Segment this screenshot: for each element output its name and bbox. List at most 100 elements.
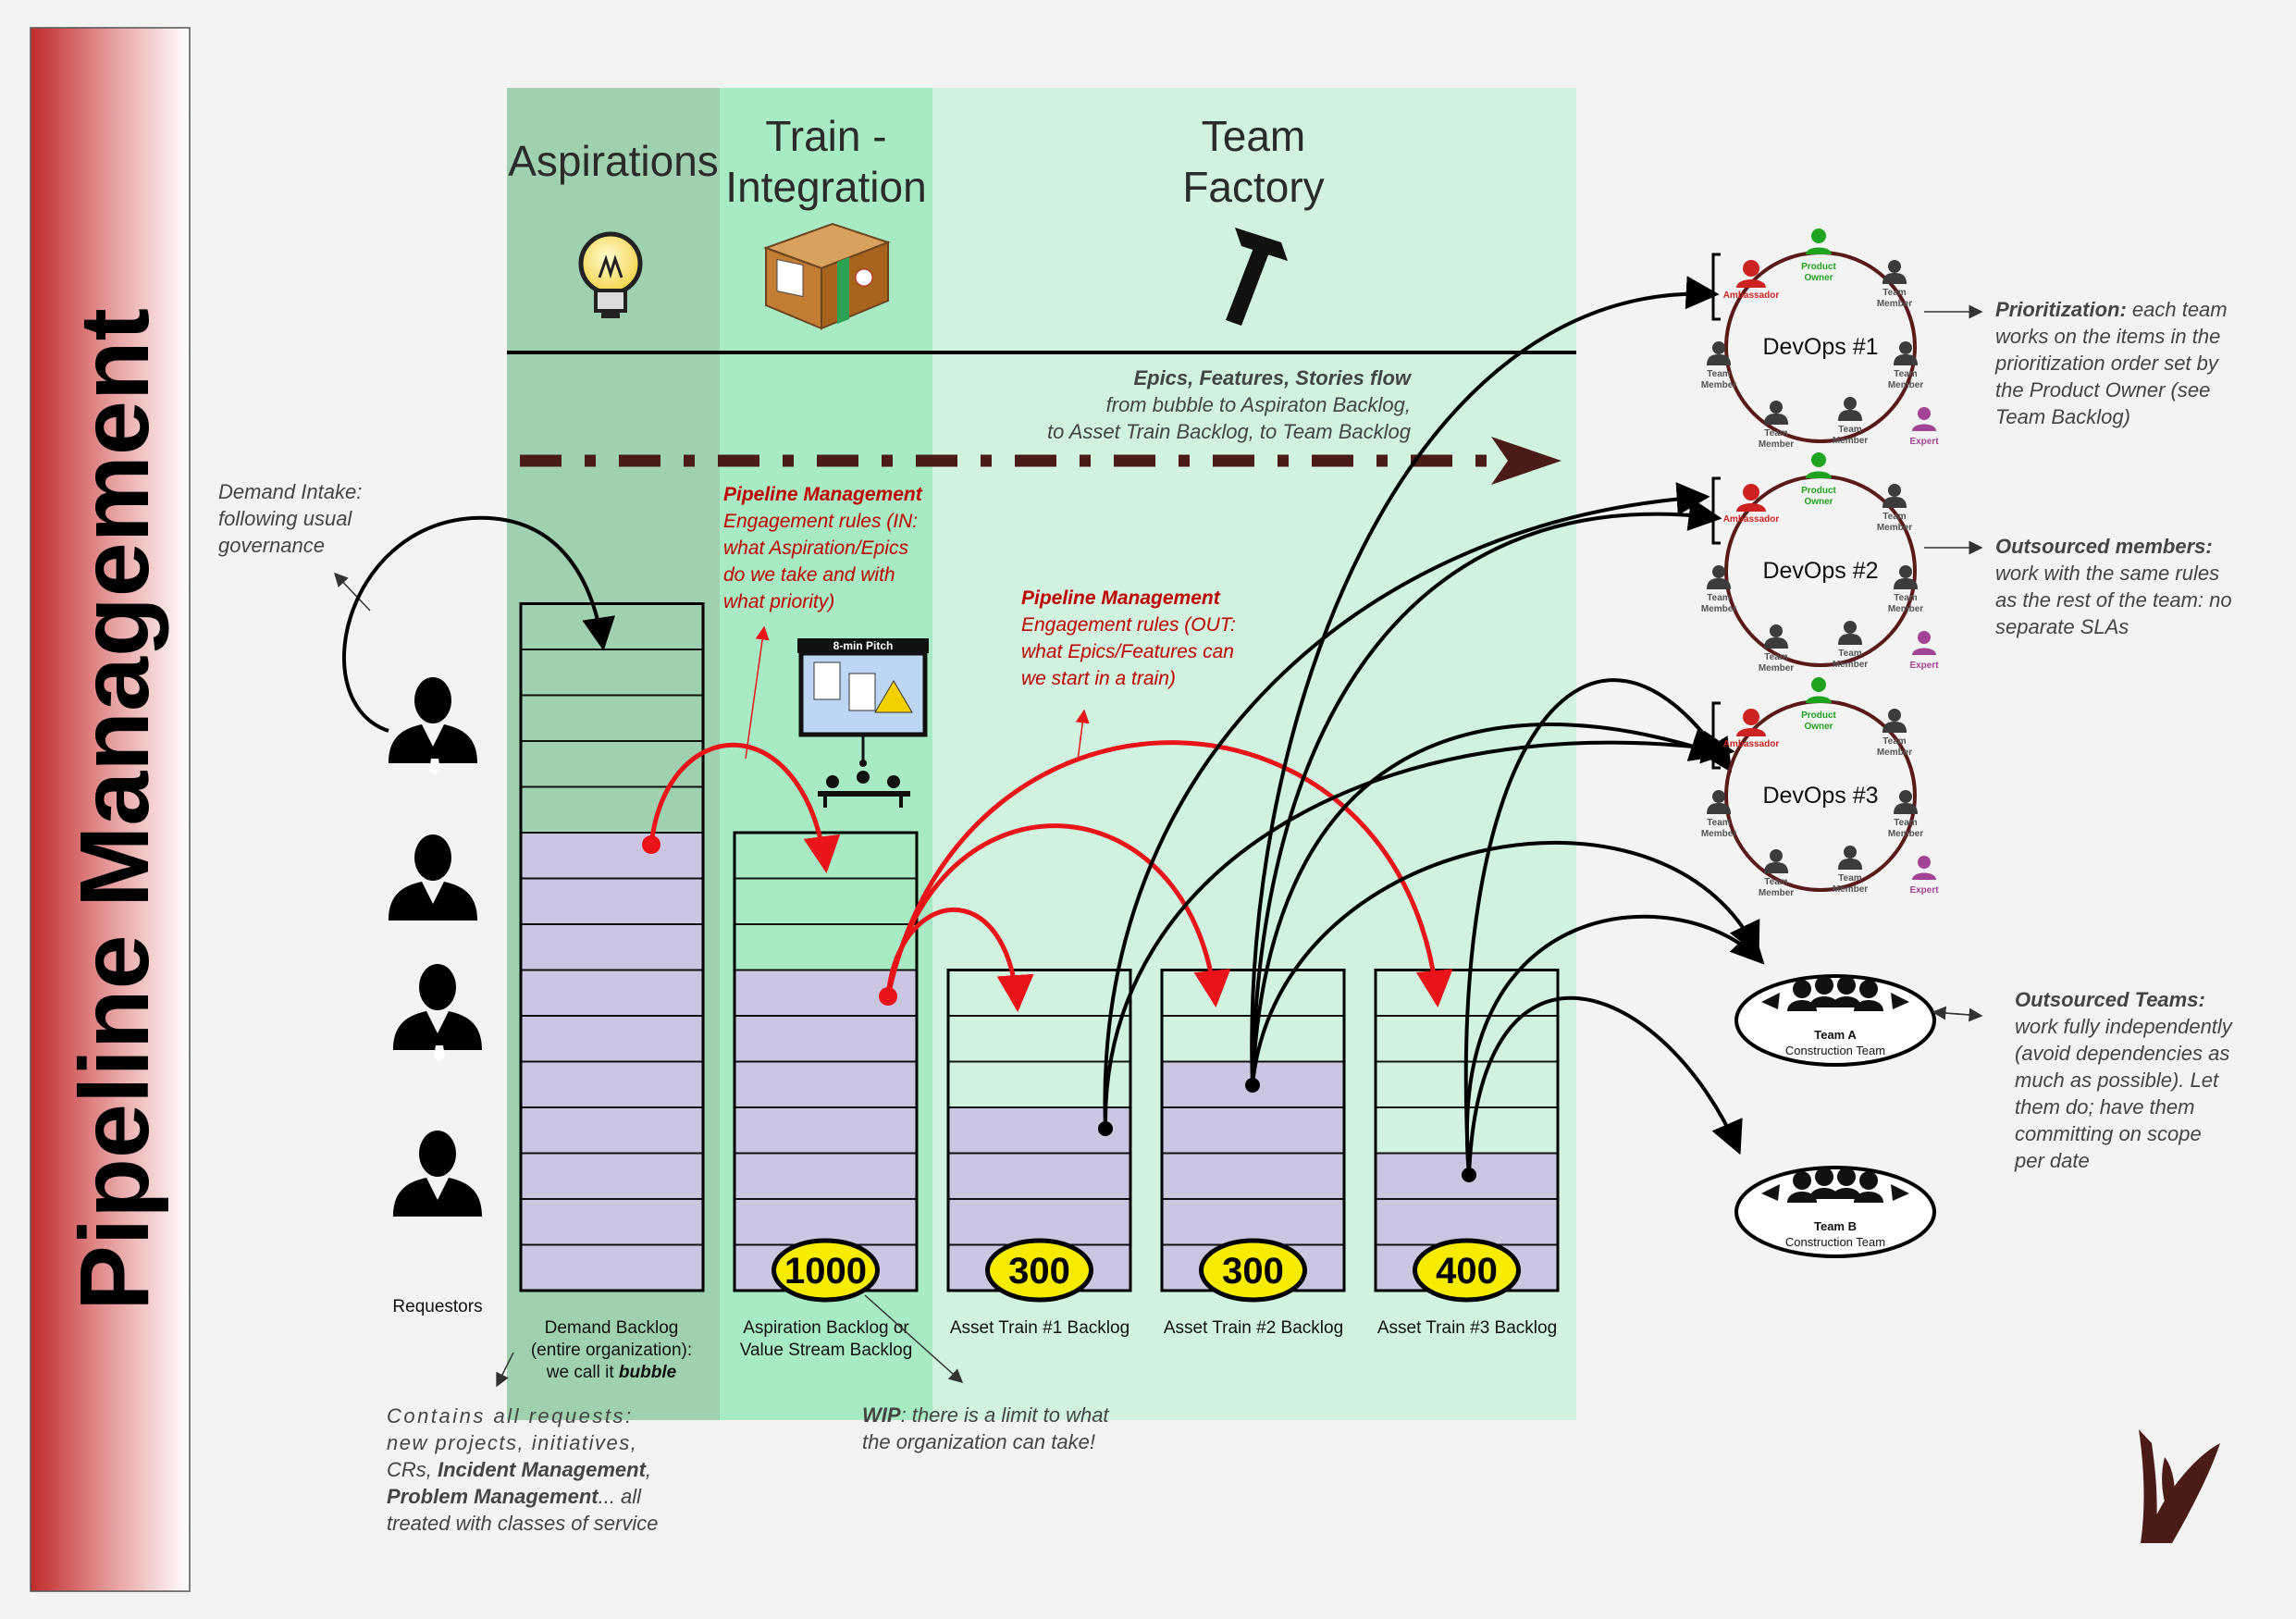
team-member-label-2: Member bbox=[1888, 829, 1923, 839]
pm-in-pointer bbox=[745, 625, 770, 760]
wip-limit-value: 300 bbox=[1008, 1251, 1070, 1291]
aspiration-backlog-label-1: Aspiration Backlog or bbox=[743, 1318, 909, 1338]
demand-backlog-label-3: we call it bubble bbox=[546, 1363, 677, 1382]
expert-label: Expert bbox=[1909, 661, 1939, 671]
devops-team-name: DevOps #3 bbox=[1762, 783, 1878, 809]
black-assignment-arrows bbox=[1098, 276, 1765, 1182]
prioritization-line2: works on the items in the bbox=[1995, 325, 2220, 348]
devops-team-name: DevOps #2 bbox=[1762, 558, 1878, 584]
pm-out-pointer bbox=[1075, 709, 1090, 761]
pm-in-title: Pipeline Management bbox=[723, 484, 923, 505]
team-member-label-1: Team bbox=[1707, 593, 1730, 603]
expert-label: Expert bbox=[1909, 437, 1939, 447]
team-member-label-2: Member bbox=[1833, 660, 1868, 670]
team-member-label-1: Team bbox=[1882, 512, 1906, 522]
red-flow-arrows bbox=[642, 740, 1453, 1012]
team-member-icon bbox=[1882, 260, 1907, 284]
backlog-demand bbox=[519, 602, 705, 1292]
outsourced-members-line3: as the rest of the team: no bbox=[1995, 588, 2232, 612]
construction-team-sub: Construction Team bbox=[1785, 1044, 1885, 1057]
contains-line2: new projects, initiatives, bbox=[387, 1431, 637, 1454]
train1-backlog-label: Asset Train #1 Backlog bbox=[950, 1318, 1129, 1338]
prioritization-title: Prioritization: bbox=[1995, 298, 2127, 321]
hammer-icon bbox=[1226, 228, 1288, 326]
wip-limit-badge bbox=[772, 1238, 880, 1303]
wip-note-line2: the organization can take! bbox=[862, 1430, 1095, 1453]
svg-text:WIP: there is a limit to what: WIP: there is a limit to what bbox=[862, 1403, 1109, 1427]
demand-backlog-label-2: (entire organization): bbox=[531, 1341, 692, 1360]
train-header-line2: Integration bbox=[725, 163, 926, 211]
construction-team-name: Team A bbox=[1814, 1028, 1857, 1042]
requestors-label: Requestors bbox=[392, 1297, 482, 1316]
contains-line3a: CRs, bbox=[387, 1458, 438, 1481]
product-owner-label-1: Product bbox=[1801, 711, 1836, 721]
flow-arrow-head bbox=[1491, 437, 1562, 485]
prioritization-line1: each team bbox=[2127, 298, 2228, 321]
backlog-slot bbox=[520, 1060, 704, 1108]
team-member-label-2: Member bbox=[1759, 439, 1794, 450]
requestor-avatar-4 bbox=[393, 1131, 482, 1217]
demand-backlog-emph: bubble bbox=[619, 1363, 677, 1382]
wip-limit-value: 400 bbox=[1436, 1251, 1498, 1291]
requestor-avatar-3 bbox=[393, 964, 482, 1062]
contains-line3b: Incident Management bbox=[438, 1458, 648, 1481]
wip-limit-badge bbox=[1199, 1238, 1307, 1303]
team-member-label-2: Member bbox=[1833, 436, 1868, 446]
wip-limit-badge bbox=[1413, 1238, 1521, 1303]
pm-out-title: Pipeline Management bbox=[1021, 587, 1221, 609]
ambassador-label: Ambassador bbox=[1723, 739, 1780, 749]
backlog-slot bbox=[1161, 1152, 1345, 1200]
flow-note-line3: to Asset Train Backlog, to Team Backlog bbox=[1047, 420, 1412, 443]
title-bar bbox=[30, 27, 191, 1592]
svg-text:Problem Management... all: Problem Management... all bbox=[387, 1485, 642, 1508]
pm-out-line2: what Epics/Features can bbox=[1021, 641, 1234, 662]
expert-icon bbox=[1912, 856, 1936, 880]
team-member-label-2: Member bbox=[1701, 604, 1736, 614]
red-arrow-demand-to-aspiration bbox=[648, 742, 841, 873]
ambassador-icon bbox=[1736, 709, 1766, 736]
team-member-label-1: Team bbox=[1764, 652, 1787, 662]
construction-team-icon bbox=[1761, 976, 1909, 1011]
team-member-label-2: Member bbox=[1759, 888, 1794, 898]
devops-team-name: DevOps #1 bbox=[1762, 334, 1878, 360]
prioritization-line3: prioritization order set by bbox=[1994, 352, 2220, 375]
backlog-slot bbox=[520, 923, 704, 971]
pm-out-line3: we start in a train) bbox=[1021, 668, 1176, 689]
team-member-icon bbox=[1882, 484, 1907, 508]
backlog-train3: 400 bbox=[1374, 969, 1560, 1303]
contains-line5: treated with classes of service bbox=[387, 1512, 658, 1535]
outsourced-members-title: Outsourced members: bbox=[1995, 535, 2213, 558]
team-member-label-2: Member bbox=[1888, 604, 1923, 614]
backlog-slot bbox=[520, 1015, 704, 1063]
contains-note: Contains all requests: new projects, ini… bbox=[387, 1404, 658, 1535]
requestor-avatar-1 bbox=[389, 677, 477, 775]
outsourced-teams-line5: them do; have them bbox=[2015, 1095, 2194, 1118]
expert-icon bbox=[1912, 407, 1936, 431]
backlog-slot bbox=[947, 1198, 1131, 1246]
ambassador-icon bbox=[1736, 260, 1766, 288]
team-member-icon bbox=[1764, 849, 1788, 873]
team-member-label-1: Team bbox=[1764, 428, 1787, 439]
backlog-slot bbox=[947, 1152, 1131, 1200]
backlog-train1: 300 bbox=[946, 969, 1132, 1303]
backlog-slot bbox=[734, 969, 918, 1017]
backlog-slot bbox=[520, 1106, 704, 1155]
contains-line4b: ... all bbox=[599, 1485, 643, 1508]
backlog-slot bbox=[520, 1243, 704, 1291]
ambassador-label: Ambassador bbox=[1723, 514, 1780, 525]
contains-line3c: , bbox=[646, 1458, 651, 1481]
backlog-slot bbox=[734, 1106, 918, 1155]
demand-backlog-label-1: Demand Backlog bbox=[545, 1318, 679, 1338]
backlog-slot bbox=[520, 969, 704, 1017]
backlog-slot bbox=[734, 1060, 918, 1108]
product-owner-label-2: Owner bbox=[1804, 497, 1833, 507]
outsourced-teams-line4: much as possible). Let bbox=[2015, 1069, 2219, 1092]
team-member-label-2: Member bbox=[1877, 299, 1912, 309]
pm-in-line3: do we take and with bbox=[723, 564, 895, 586]
team-ellipse bbox=[1734, 974, 1936, 1067]
pm-in-line1: Engagement rules (IN: bbox=[723, 511, 918, 532]
